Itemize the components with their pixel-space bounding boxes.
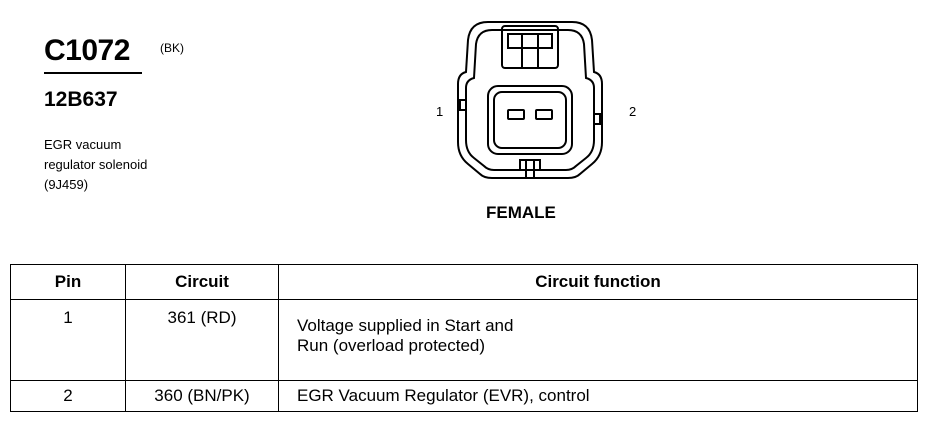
cell-pin: 2 <box>10 380 126 412</box>
bottom-key <box>519 159 541 170</box>
pinout-table: Pin Circuit Circuit function 1 361 (RD) … <box>10 264 918 412</box>
table-row: 2 360 (BN/PK) EGR Vacuum Regulator (EVR)… <box>10 380 918 412</box>
pin-label-1: 1 <box>436 104 444 119</box>
cell-pin: 1 <box>10 299 126 381</box>
connector-color-code: (BK) <box>160 41 184 55</box>
header-circuit: Circuit <box>125 264 279 300</box>
cell-circuit: 361 (RD) <box>125 299 279 381</box>
connector-face-drawing <box>457 21 603 179</box>
description-line-1: EGR vacuum <box>44 137 122 152</box>
locking-tab <box>501 25 559 69</box>
connector-inner-housing <box>465 29 595 171</box>
pin-slot-1 <box>507 109 525 120</box>
part-number: 12B637 <box>44 88 118 111</box>
cell-circuit: 360 (BN/PK) <box>125 380 279 412</box>
cell-circuit-function: EGR Vacuum Regulator (EVR), control <box>278 380 918 412</box>
header-pin: Pin <box>10 264 126 300</box>
connector-gender-label: FEMALE <box>486 203 556 222</box>
connector-id-underline <box>44 72 142 74</box>
table-row: 1 361 (RD) Voltage supplied in Start and… <box>10 299 918 381</box>
cell-circuit-function: Voltage supplied in Start and Run (overl… <box>278 299 918 381</box>
function-line-2: Run (overload protected) <box>297 336 486 355</box>
pin-label-2: 2 <box>629 104 637 119</box>
connector-outer-housing <box>457 21 603 179</box>
function-line-1: Voltage supplied in Start and <box>297 316 514 335</box>
header-circuit-function: Circuit function <box>278 264 918 300</box>
table-header-row: Pin Circuit Circuit function <box>10 264 918 300</box>
terminal-cavity-block <box>487 85 573 155</box>
description-line-2: regulator solenoid <box>44 157 148 172</box>
pin-slot-2 <box>535 109 553 120</box>
description-line-3: (9J459) <box>44 177 89 192</box>
connector-id: C1072 <box>44 34 130 67</box>
